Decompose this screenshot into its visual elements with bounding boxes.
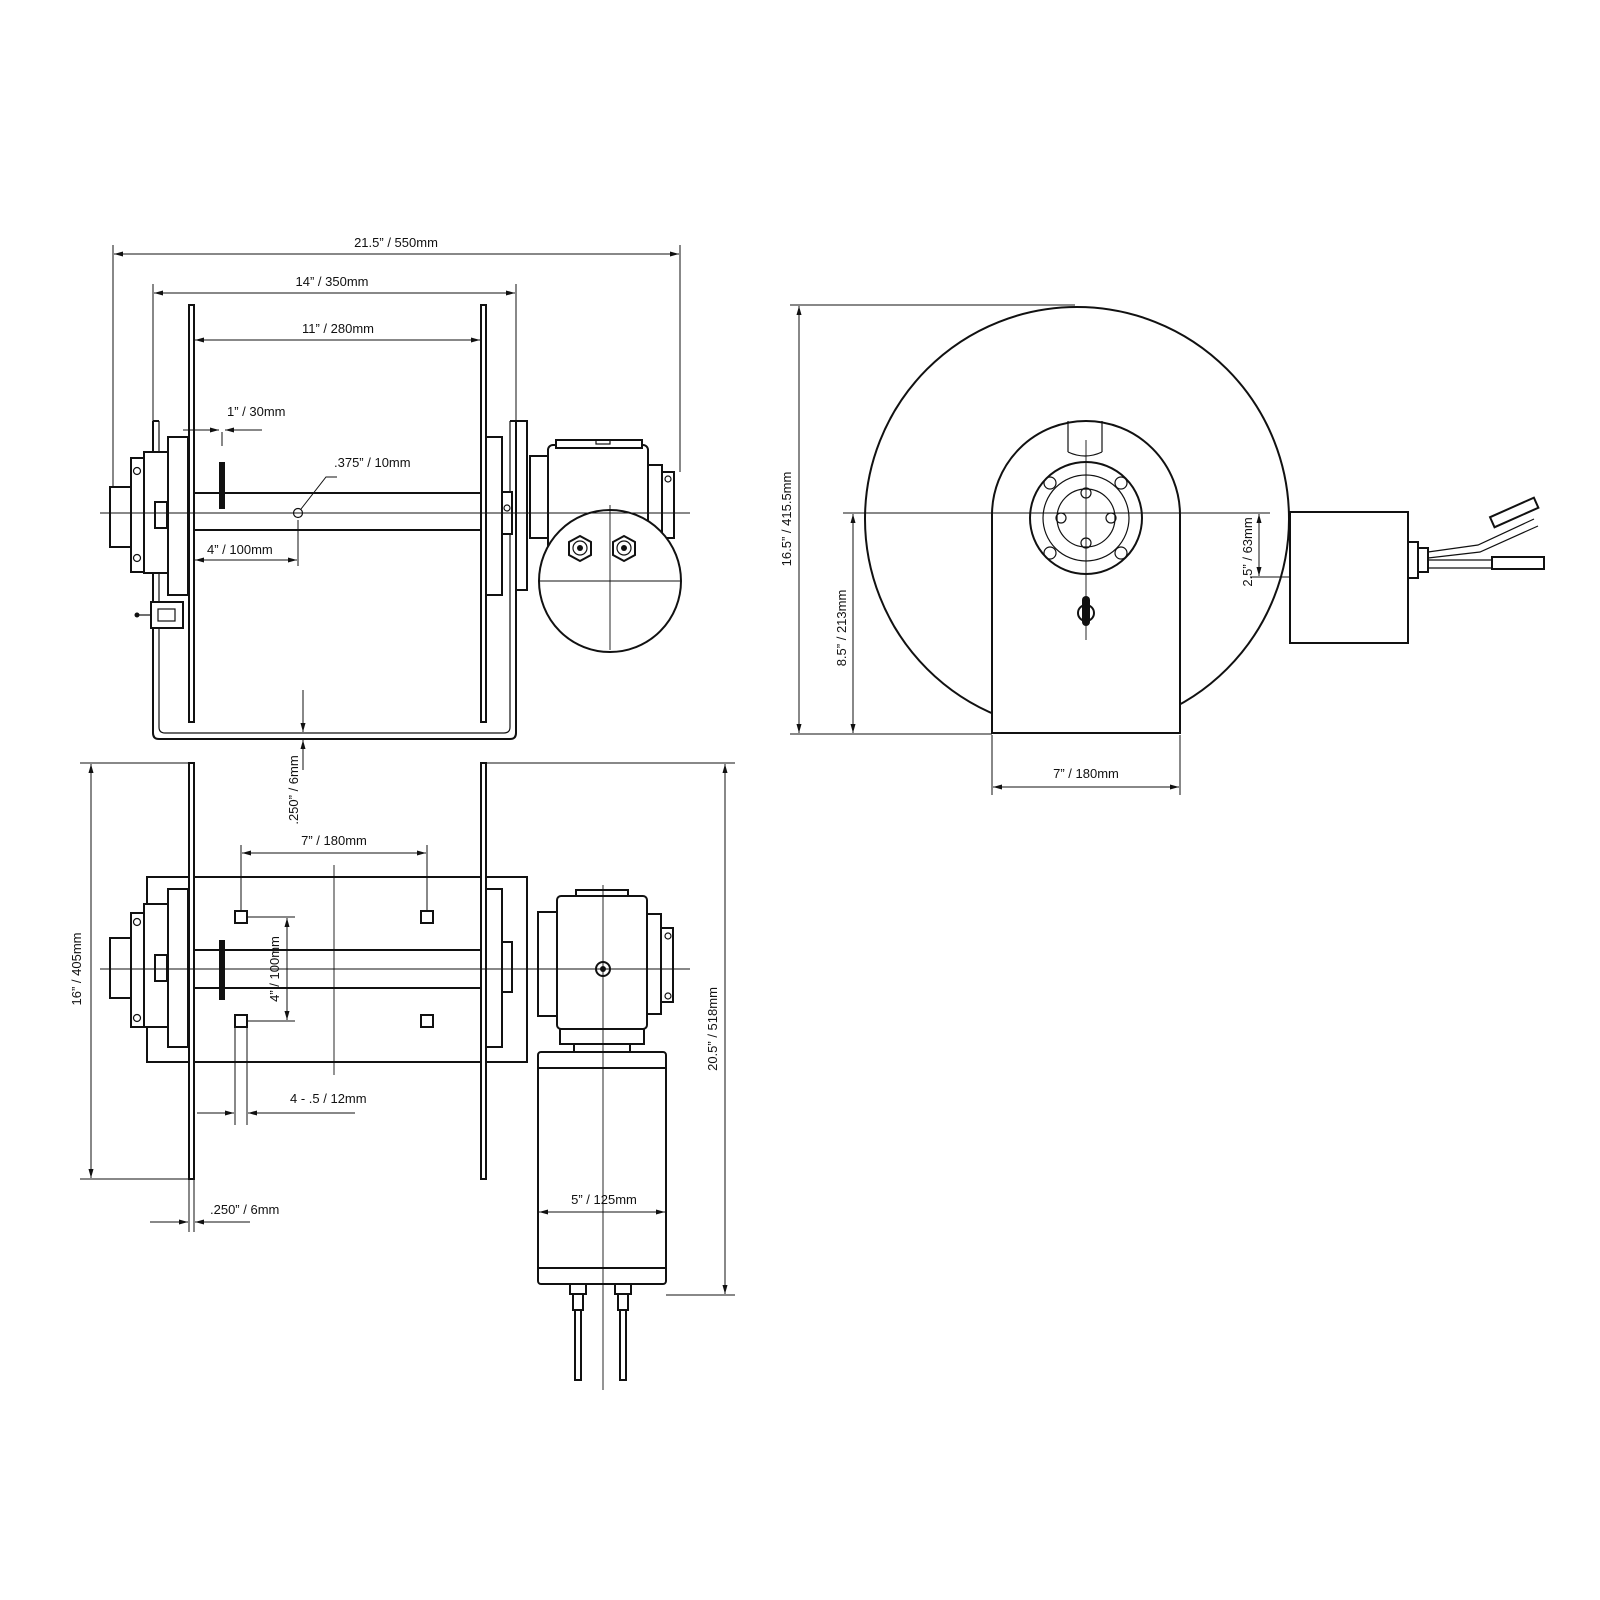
dim-mount-hole-spacing: 7” / 180mm: [301, 833, 367, 848]
dim-flange-inner: 11” / 280mm: [302, 321, 374, 336]
dim-overall-depth: 20.5” / 518mm: [705, 987, 720, 1071]
cable-gland-icon: [612, 534, 636, 563]
dim-mount-holes: 4 - .5 / 12mm: [290, 1091, 367, 1106]
dim-frame-thickness-top: .250” / 6mm: [286, 755, 301, 824]
dim-flange-thickness-bottom: .250” / 6mm: [210, 1202, 279, 1217]
dim-axle-height: 8.5” / 213mm: [834, 590, 849, 667]
dim-motor-offset: 2.5” / 63mm: [1240, 517, 1255, 586]
dim-flange-outer: 14” / 350mm: [296, 274, 369, 289]
dim-hub-hole: .375” / 10mm: [334, 455, 411, 470]
side-view: 16.5” / 415.5mm 8.5” / 213mm 2.5” / 63mm…: [779, 304, 1545, 795]
top-view: 7” / 180mm 4” / 100mm 4 - .5 / 12mm 16” …: [69, 762, 735, 1390]
dim-overall-length: 21.5” / 550mm: [354, 235, 438, 250]
front-view: 21.5” / 550mm 14” / 350mm 11” / 280mm 1”…: [100, 235, 690, 825]
cable-gland-icon: [568, 534, 592, 563]
dim-drum-diameter: 16.5” / 415.5mm: [779, 472, 794, 567]
dim-motor-diameter: 5” / 125mm: [571, 1192, 637, 1207]
dim-hub-offset: 4” / 100mm: [207, 542, 273, 557]
motor-lead-icon: [569, 1283, 587, 1381]
dim-drive-pin: 1” / 30mm: [227, 404, 286, 419]
dim-frame-width-side: 7” / 180mm: [1053, 766, 1119, 781]
motor-lead-icon: [614, 1283, 632, 1381]
dim-mount-hole-vertical: 4” / 100mm: [267, 936, 282, 1002]
dim-frame-depth: 16” / 405mm: [69, 933, 84, 1006]
